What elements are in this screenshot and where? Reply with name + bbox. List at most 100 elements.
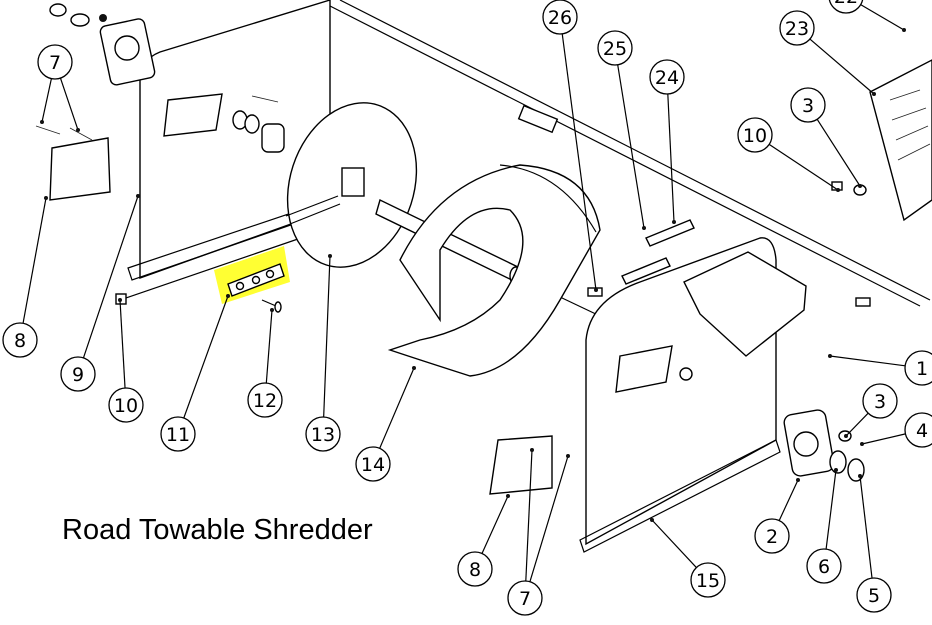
- callout-leader-1: [829, 355, 906, 367]
- callout-arrowhead: [594, 288, 598, 292]
- callout-label-12: 12: [253, 390, 277, 412]
- callout-leader-lines: [22, 4, 906, 582]
- callout-circle-22: [828, 0, 864, 14]
- callout-circle-7: [507, 580, 543, 616]
- callout-leader-24: [667, 93, 675, 223]
- callout-circle-7: [37, 44, 73, 80]
- callout-circle-5: [856, 577, 892, 613]
- upper-right-screen: [869, 59, 932, 222]
- callout-label-25: 25: [603, 38, 627, 60]
- left-side-panel: [119, 0, 335, 301]
- callout-label-8: 8: [14, 330, 26, 352]
- callout-leader-25: [617, 64, 645, 229]
- callout-leader-2: [778, 479, 799, 521]
- top-left-bearing: [49, 3, 156, 86]
- callout-leader-5: [859, 475, 873, 579]
- callout-label-7: 7: [49, 52, 61, 74]
- shredder-disc: [285, 102, 418, 268]
- callout-circle-9: [60, 356, 96, 392]
- callout-circle-15: [690, 562, 726, 598]
- callout-label-2: 2: [766, 526, 778, 548]
- callout-label-9: 9: [72, 364, 84, 386]
- callout-leader-7: [59, 77, 79, 131]
- callout-arrowhead: [76, 128, 80, 132]
- callout-circle-4: [904, 412, 932, 448]
- callout-leader-26: [561, 33, 597, 291]
- callout-circle-3: [862, 383, 898, 419]
- callout-circle-12: [247, 382, 283, 418]
- callout-leader-7: [41, 78, 52, 123]
- callout-leader-23: [809, 38, 875, 95]
- callout-arrowhead: [44, 196, 48, 200]
- callout-circle-25: [597, 30, 633, 66]
- callout-circle-6: [806, 548, 842, 584]
- callout-label-1: 1: [916, 358, 928, 380]
- callout-arrowhead: [858, 474, 862, 478]
- callout-arrowhead: [412, 366, 416, 370]
- callout-label-23: 23: [785, 18, 809, 40]
- callout-label-10: 10: [114, 395, 138, 417]
- callout-circle-8: [2, 322, 38, 358]
- callout-leader-13: [323, 255, 331, 418]
- callout-leader-7: [529, 455, 569, 582]
- callout-leader-6: [825, 469, 837, 550]
- diagram-title: Road Towable Shredder: [62, 514, 373, 546]
- part-11-bracket: [227, 263, 285, 297]
- top-rod: [329, 0, 931, 307]
- callout-leader-9: [82, 195, 139, 359]
- callout-arrowhead: [834, 468, 838, 472]
- callout-leader-3: [845, 412, 869, 437]
- left-cover-plate: [49, 137, 111, 201]
- callout-leader-15: [651, 519, 697, 568]
- callout-leader-8: [481, 495, 509, 554]
- callout-arrowhead: [672, 220, 676, 224]
- callout-leader-11: [183, 295, 229, 419]
- callout-label-10: 10: [743, 125, 767, 147]
- callout-circle-26: [542, 0, 578, 35]
- callout-arrowhead: [836, 188, 840, 192]
- callout-label-24: 24: [655, 67, 679, 89]
- right-hopper: [683, 251, 807, 357]
- callout-arrowhead: [530, 448, 534, 452]
- callout-arrowhead: [506, 494, 510, 498]
- callout-arrowhead: [902, 28, 906, 32]
- hammer-blades: [621, 219, 695, 285]
- callout-arrowhead: [566, 454, 570, 458]
- callout-arrowhead: [328, 254, 332, 258]
- callout-leader-14: [379, 367, 415, 449]
- callout-leader-22: [860, 4, 905, 31]
- callout-leader-12: [265, 309, 273, 384]
- callout-label-3: 3: [874, 391, 886, 413]
- callout-circle-2: [754, 518, 790, 554]
- callout-circle-14: [355, 446, 391, 482]
- callout-label-3: 3: [802, 95, 814, 117]
- callout-circle-13: [305, 416, 341, 452]
- callout-arrowhead: [858, 184, 862, 188]
- callout-label-6: 6: [818, 556, 830, 578]
- callout-leader-10: [119, 299, 126, 389]
- callout-circle-1: [904, 350, 932, 386]
- callout-label-4: 4: [916, 420, 928, 442]
- right-bearing: [783, 409, 865, 482]
- callout-label-7: 7: [519, 588, 531, 610]
- callout-label-22: 22: [834, 0, 858, 8]
- flail-drum: [387, 164, 601, 377]
- callout-arrowhead: [860, 442, 864, 446]
- callout-label-8: 8: [469, 559, 481, 581]
- callout-arrowhead: [872, 92, 876, 96]
- callout-arrowhead: [844, 434, 848, 438]
- callout-arrowhead: [650, 518, 654, 522]
- right-cover-plate: [489, 435, 553, 495]
- callout-circle-10: [108, 387, 144, 423]
- callout-circle-3: [790, 87, 826, 123]
- callout-circle-23: [779, 10, 815, 46]
- callout-circle-11: [160, 416, 196, 452]
- callout-arrowhead: [828, 354, 832, 358]
- callout-label-13: 13: [311, 424, 335, 446]
- callout-arrowhead: [118, 298, 122, 302]
- callout-leader-10: [768, 143, 839, 191]
- part-12-bolt: [261, 299, 282, 313]
